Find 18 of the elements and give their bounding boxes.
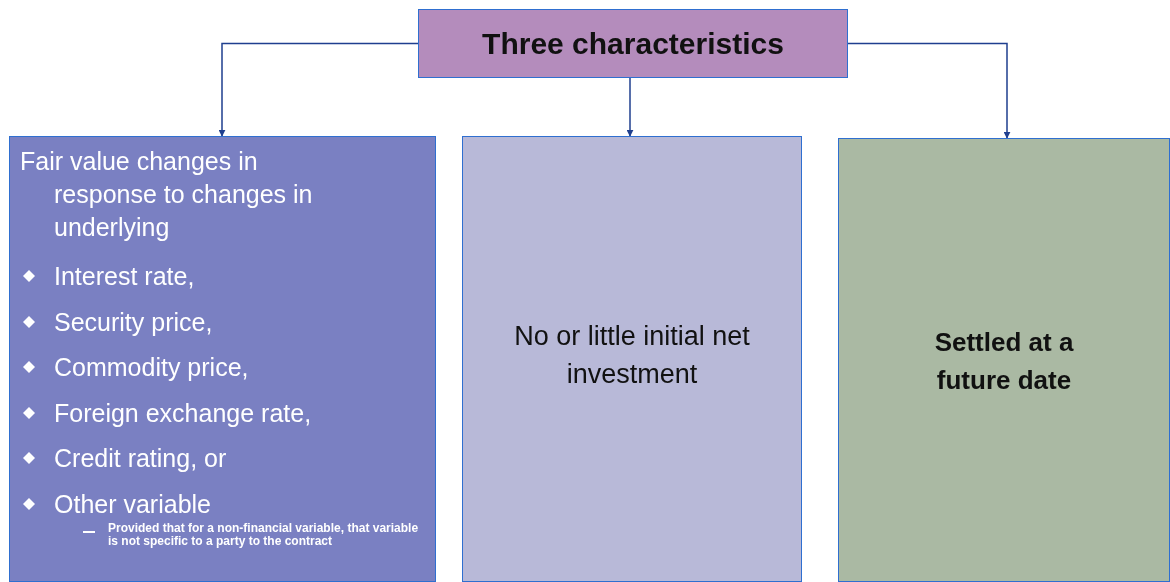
heading-text: Three characteristics (482, 26, 784, 61)
box-text: No or little initial net investment (513, 320, 751, 391)
category-box (9, 136, 436, 582)
bullet-text: Foreign exchange rate, (54, 397, 312, 428)
bullet-text: Credit rating, or (54, 443, 227, 473)
note-text: Provided that for a non-financial variable, that variable is not specific to a party to the contract (108, 522, 420, 548)
category-box (462, 136, 802, 582)
box-text: Settled at a future date (933, 326, 1075, 397)
bullet-text: Interest rate, (54, 261, 195, 291)
heading-text: Fair value changes in response to changes in underlying (20, 146, 314, 243)
bullet-text: Other variable (54, 488, 212, 519)
arrow (847, 42, 1011, 139)
title-box (418, 9, 848, 78)
arrow (626, 77, 634, 137)
bullet-text: Commodity price, (54, 352, 249, 382)
category-box (838, 138, 1170, 582)
bullet-text: Security price, (54, 306, 213, 337)
arrow (218, 42, 419, 137)
